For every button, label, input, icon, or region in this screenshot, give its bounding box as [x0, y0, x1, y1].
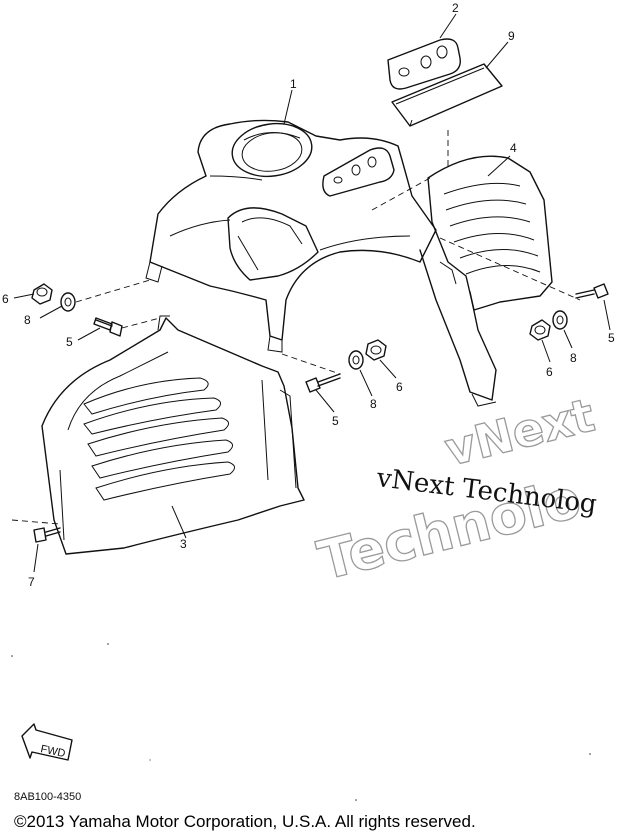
callout-8-center: 8: [370, 397, 377, 411]
screw-7: [33, 527, 61, 543]
watermark: vNext Technolo vNext Technolog: [311, 387, 600, 593]
callout-7: 7: [28, 575, 35, 589]
washer-8-center: [348, 350, 364, 370]
part-9-panel: [391, 63, 503, 127]
copyright-notice: ©2013 Yamaha Motor Corporation, U.S.A. A…: [14, 812, 476, 831]
washer-8-right: [552, 310, 568, 330]
assembly-lines: [11, 130, 581, 525]
callout-6-left: 6: [2, 292, 9, 306]
callout-6-right: 6: [546, 365, 553, 379]
nut-6-left: [31, 283, 53, 305]
callout-1: 1: [290, 77, 297, 91]
screw-5-center: [305, 373, 341, 393]
part-2-gasket: [387, 38, 461, 90]
callout-5-left: 5: [66, 335, 73, 349]
callout-8-left: 8: [24, 313, 31, 327]
part-4-right-cover: [419, 155, 553, 407]
watermark-outline-top: vNext: [440, 388, 600, 477]
nut-6-right: [529, 319, 551, 341]
scan-specks: [11, 643, 591, 801]
callout-numbers: 1 2 9 4 3 6 8 5 6 8 5 5 8 6 7: [2, 1, 615, 589]
callout-5-right: 5: [608, 331, 615, 345]
fwd-label: FWD: [39, 743, 66, 760]
screw-5-right: [575, 283, 609, 299]
part-1-upper-cover: [145, 119, 437, 353]
part-3-left-cover: [41, 315, 305, 555]
callout-9: 9: [508, 29, 515, 43]
fasteners: [31, 283, 609, 543]
fwd-arrow-icon: FWD: [21, 723, 73, 761]
callout-2: 2: [452, 1, 459, 15]
callout-4: 4: [510, 141, 517, 155]
callout-5-center: 5: [332, 414, 339, 428]
callout-3: 3: [180, 537, 187, 551]
nut-6-center: [365, 339, 387, 361]
part-code: 8AB100-4350: [14, 791, 81, 803]
screw-5-left: [93, 317, 123, 337]
callout-8-right: 8: [570, 351, 577, 365]
callout-6-center: 6: [396, 380, 403, 394]
leader-lines: [13, 13, 611, 573]
washer-8-left: [60, 292, 76, 312]
